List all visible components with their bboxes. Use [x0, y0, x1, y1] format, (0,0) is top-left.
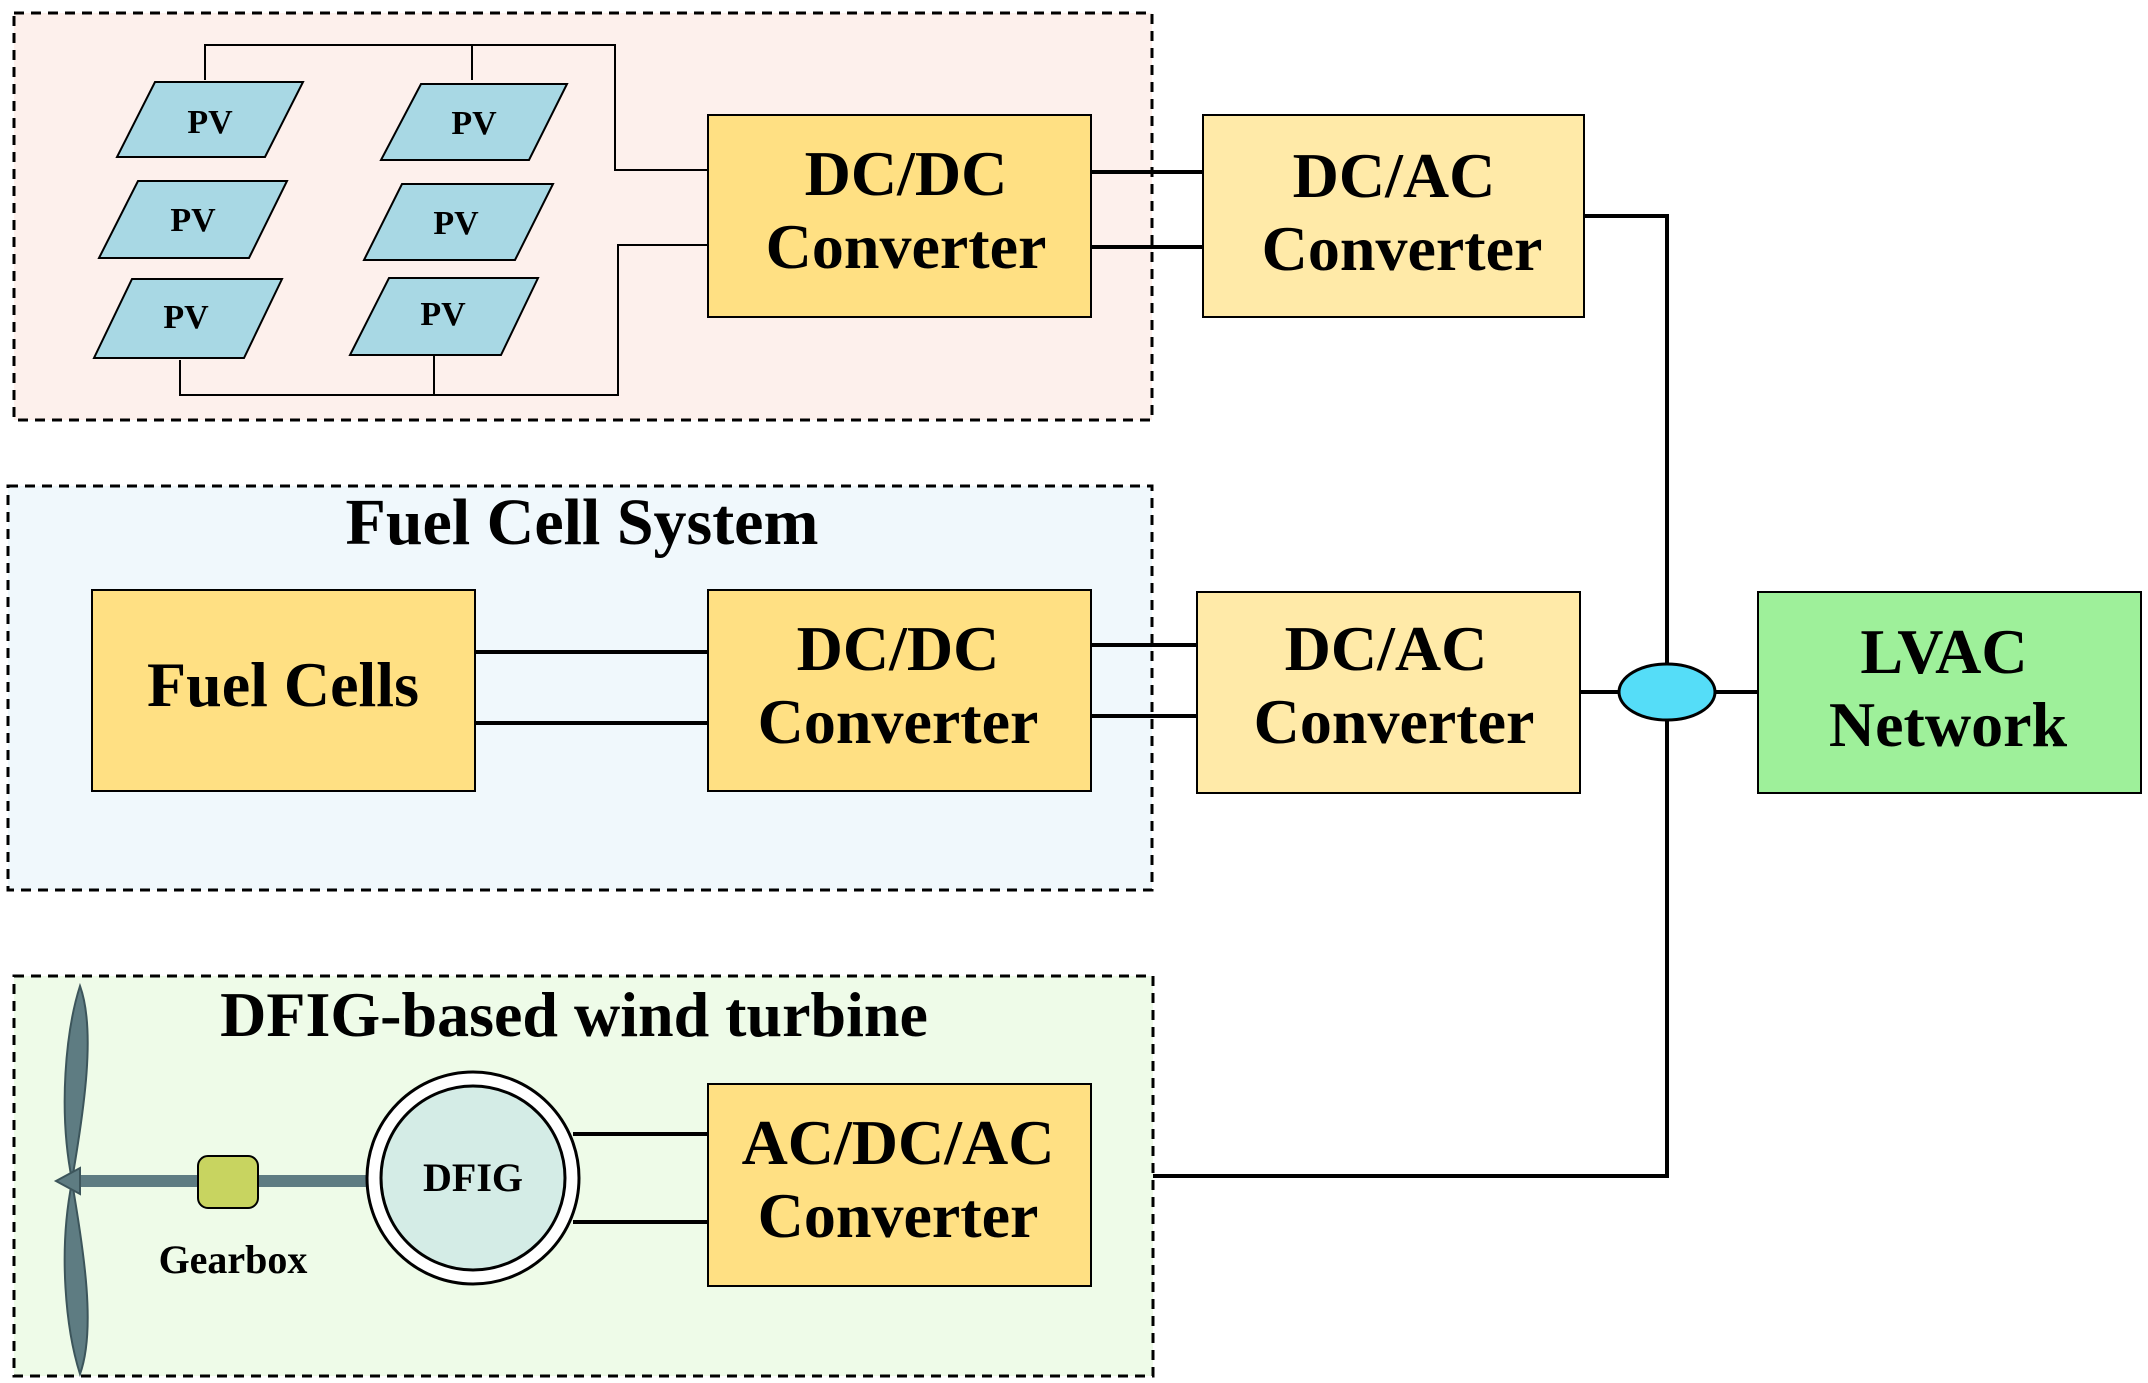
dfig-label: DFIG	[423, 1155, 523, 1200]
fuel-cell-dcac-link	[1091, 643, 1197, 718]
pv-panel: PV	[379, 83, 569, 161]
pv-panel: PV	[362, 183, 555, 261]
pv-panel-label: PV	[187, 104, 233, 141]
pv-dcdc-label-line2: Converter	[766, 211, 1047, 282]
lvac-network-label-line1: LVAC	[1860, 616, 2027, 687]
wind-acdcac-converter: AC/DC/AC Converter	[707, 1083, 1092, 1287]
pv-dcac-label-line1: DC/AC	[1293, 140, 1496, 211]
fuel-cell-dcdc-label-line2: Converter	[758, 686, 1039, 757]
gearbox-label: Gearbox	[159, 1237, 308, 1282]
wind-converter-label-line2: Converter	[758, 1180, 1039, 1251]
pv-dcdc-label-line1: DC/DC	[805, 138, 1008, 209]
fuel-cells-block: Fuel Cells	[91, 589, 476, 792]
pv-dc-link	[1091, 170, 1203, 249]
fuel-cell-dcac-label-line2: Converter	[1254, 686, 1535, 757]
wind-converter-label-line1: AC/DC/AC	[742, 1107, 1055, 1178]
pv-panel: PV	[115, 81, 305, 158]
pv-dcdc-converter: DC/DC Converter	[707, 114, 1092, 318]
pv-panel-label: PV	[163, 299, 209, 336]
fuel-cell-dc-link	[475, 650, 708, 725]
ac-bus-node	[1617, 662, 1717, 722]
fuel-cell-dcdc-converter: DC/DC Converter	[707, 589, 1092, 792]
pv-panel: PV	[97, 180, 289, 259]
pv-dcac-converter: DC/AC Converter	[1202, 114, 1585, 318]
fuel-cells-label: Fuel Cells	[147, 649, 419, 720]
pv-panel-label: PV	[170, 202, 216, 239]
pv-dcac-label-line2: Converter	[1262, 213, 1543, 284]
fuel-cell-dcac-label-line1: DC/AC	[1285, 613, 1488, 684]
pv-wiring	[179, 44, 708, 396]
dfig-converter-link	[573, 1132, 708, 1224]
fuel-cell-dcac-converter: DC/AC Converter	[1196, 591, 1581, 794]
gearbox-icon	[197, 1155, 259, 1209]
lvac-network-block: LVAC Network	[1757, 591, 2142, 794]
pv-panel-label: PV	[451, 105, 497, 142]
pv-panel: PV	[92, 278, 284, 359]
fuel-cell-dcdc-label-line1: DC/DC	[797, 613, 1000, 684]
pv-panel-label: PV	[420, 296, 466, 333]
pv-panel-label: PV	[433, 205, 479, 242]
turbine-rotor-icon	[53, 982, 89, 1378]
fuel-cell-system-title: Fuel Cell System	[346, 486, 819, 559]
pv-panel: PV	[348, 277, 540, 356]
lvac-network-label-line2: Network	[1829, 689, 2068, 760]
wind-turbine-title: DFIG-based wind turbine	[220, 979, 928, 1050]
dfig-generator-icon: DFIG	[365, 1070, 581, 1286]
